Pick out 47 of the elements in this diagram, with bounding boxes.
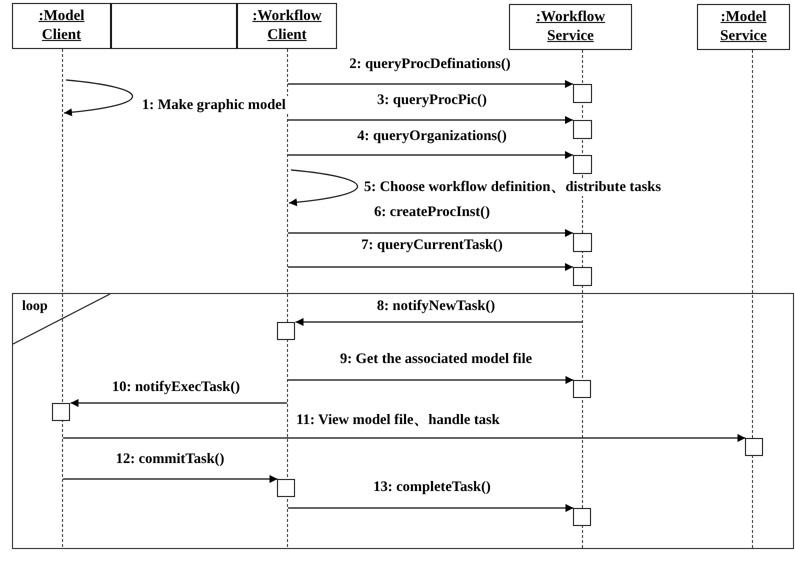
object-name: :Workflow Service — [534, 8, 606, 46]
lifeline-header — [697, 4, 790, 50]
message-arrow — [288, 116, 573, 124]
activation-box — [573, 120, 592, 139]
message-label: 2: queryProcDefinations() — [347, 55, 513, 73]
lifeline-header — [12, 3, 111, 49]
activation-box — [277, 479, 295, 497]
message-arrow — [288, 169, 358, 206]
message-arrow — [288, 263, 573, 271]
message-label: 13: completeTask() — [371, 478, 493, 496]
frame-label: loop — [22, 299, 48, 315]
message-label: 7: queryCurrentTask() — [359, 236, 505, 254]
message-arrow — [296, 318, 582, 326]
activation-box — [573, 84, 592, 103]
message-arrow — [288, 151, 573, 159]
message-label: 3: queryProcPic() — [375, 91, 489, 109]
message-label: 8: notifyNewTask() — [374, 297, 498, 315]
message-label: 6: createProcInst() — [372, 203, 492, 221]
message-arrow — [63, 475, 278, 483]
object-name: :Model Client — [38, 7, 86, 45]
message-label: 1: Make graphic model — [140, 96, 288, 114]
activation-box — [573, 380, 591, 398]
message-label: 10: notifyExecTask() — [110, 378, 242, 396]
activation-box — [277, 322, 295, 340]
activation-box — [573, 155, 592, 174]
message-label: 5: Choose workflow definition、distribute tasks — [362, 178, 663, 196]
message-arrow — [70, 399, 287, 407]
message-label: 12: commitTask() — [114, 450, 226, 468]
activation-box — [573, 233, 592, 252]
object-name: :Workflow Client — [251, 7, 323, 45]
lifeline-header — [237, 3, 337, 49]
activation-box — [573, 267, 592, 286]
lifeline-header — [111, 3, 237, 49]
lifeline-header — [509, 4, 632, 50]
message-arrow — [64, 79, 133, 116]
activation-box — [573, 508, 591, 526]
activation-box — [745, 438, 763, 456]
message-label: 4: queryOrganizations() — [355, 127, 509, 145]
message-label: 11: View model file、handle task — [294, 411, 502, 429]
message-arrow — [288, 229, 573, 237]
message-arrow — [63, 434, 746, 442]
loop-frame — [12, 293, 794, 549]
activation-box — [52, 403, 70, 421]
message-arrow — [288, 376, 574, 384]
message-arrow — [288, 504, 574, 512]
message-arrow — [288, 80, 573, 88]
object-name: :Model Service — [719, 8, 768, 46]
